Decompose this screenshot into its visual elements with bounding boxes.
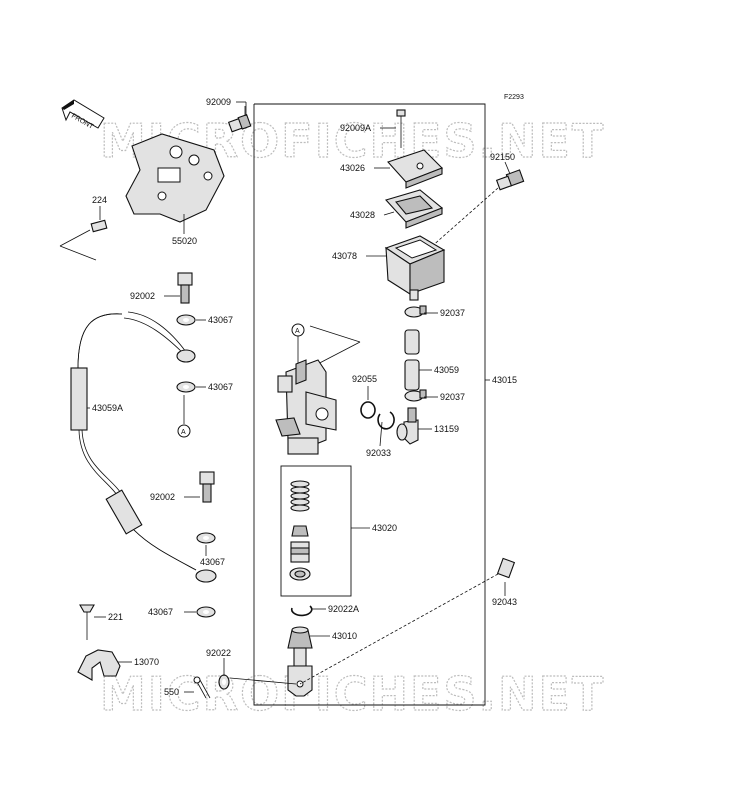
assembly-frame bbox=[253, 103, 486, 706]
label-13070: 13070 bbox=[134, 657, 159, 667]
svg-text:A: A bbox=[181, 429, 186, 436]
label-43067-b: 43067 bbox=[208, 382, 233, 392]
label-92002-upper: 92002 bbox=[130, 291, 155, 301]
circlip-92033 bbox=[377, 411, 395, 430]
label-43059A: 43059A bbox=[92, 403, 123, 413]
label-43028: 43028 bbox=[350, 210, 375, 220]
hose-clamp-92037-lower bbox=[404, 389, 427, 402]
guard-55020 bbox=[125, 133, 225, 226]
label-550: 550 bbox=[164, 687, 179, 697]
label-92009A: 92009A bbox=[340, 123, 371, 133]
subassembly-frame bbox=[280, 465, 352, 597]
push-rod-43010 bbox=[287, 626, 313, 697]
brake-hose-43059A bbox=[70, 311, 217, 583]
label-221: 221 bbox=[108, 612, 123, 622]
cotter-pin-550 bbox=[193, 676, 211, 699]
reservoir-43078 bbox=[384, 235, 446, 301]
hose-clamp-92037-upper bbox=[404, 305, 427, 318]
master-cylinder-body bbox=[275, 359, 337, 455]
label-92033: 92033 bbox=[366, 448, 391, 458]
label-224: 224 bbox=[92, 195, 107, 205]
screw-221 bbox=[79, 604, 95, 640]
label-92037-upper: 92037 bbox=[440, 308, 465, 318]
leader-lines bbox=[87, 101, 511, 693]
piston-assembly-43020 bbox=[289, 480, 311, 581]
circlip-92022A bbox=[290, 605, 313, 617]
figure-code: F2293 bbox=[504, 94, 524, 101]
fitting-13159 bbox=[396, 407, 419, 445]
screw-92009A bbox=[396, 109, 406, 148]
clamp-13070 bbox=[77, 649, 121, 681]
label-43020: 43020 bbox=[372, 523, 397, 533]
diaphragm-43028 bbox=[385, 189, 444, 229]
label-43067-d: 43067 bbox=[148, 607, 173, 617]
reservoir-cap-43026 bbox=[387, 149, 443, 189]
label-43078: 43078 bbox=[332, 251, 357, 261]
bolt-224 bbox=[59, 206, 108, 261]
label-43059: 43059 bbox=[434, 365, 459, 375]
label-92037-lower: 92037 bbox=[440, 392, 465, 402]
label-43067-c: 43067 bbox=[200, 557, 225, 567]
reservoir-hose-43059 bbox=[404, 329, 420, 391]
banjo-bolt-92002-lower bbox=[199, 471, 215, 503]
bolt-92009 bbox=[227, 106, 252, 133]
label-43026: 43026 bbox=[340, 163, 365, 173]
o-ring-92055 bbox=[360, 401, 376, 419]
label-43067-a: 43067 bbox=[208, 315, 233, 325]
label-13159: 13159 bbox=[434, 424, 459, 434]
banjo-bolt-92002-upper bbox=[177, 272, 193, 304]
label-92055: 92055 bbox=[352, 374, 377, 384]
label-92150: 92150 bbox=[490, 152, 515, 162]
label-43015: 43015 bbox=[492, 375, 517, 385]
label-92002-lower: 92002 bbox=[150, 492, 175, 502]
watermark-bottom: MICROFICHES.NET bbox=[100, 667, 605, 721]
label-92022A: 92022A bbox=[328, 604, 359, 614]
front-arrow-icon: FRONT bbox=[61, 99, 105, 131]
label-92043: 92043 bbox=[492, 597, 517, 607]
bolt-92150 bbox=[429, 169, 525, 249]
pin-92043 bbox=[229, 557, 516, 685]
svg-text:A: A bbox=[295, 328, 300, 335]
label-92022: 92022 bbox=[206, 648, 231, 658]
label-43010: 43010 bbox=[332, 631, 357, 641]
label-55020: 55020 bbox=[172, 236, 197, 246]
label-92009: 92009 bbox=[206, 97, 231, 107]
reference-marker-a-left: A bbox=[177, 395, 191, 438]
